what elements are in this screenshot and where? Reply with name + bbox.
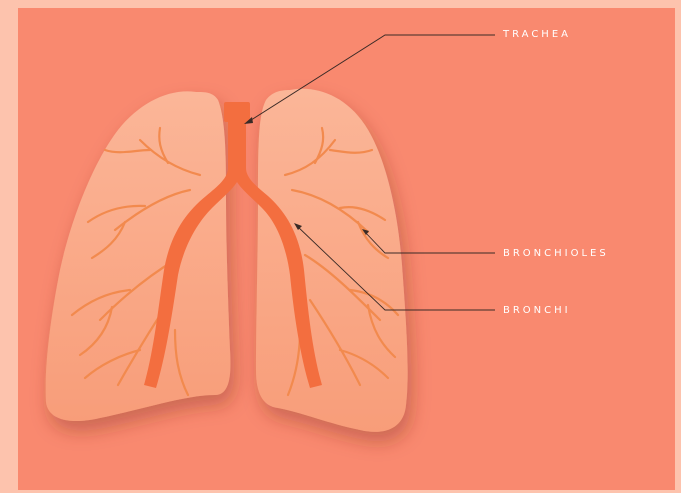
trachea	[224, 102, 250, 122]
bronchi-label: BRONCHI	[503, 305, 571, 316]
left-lung	[46, 91, 231, 421]
trachea-label: TRACHEA	[503, 29, 571, 40]
bronchioles-label: BRONCHIOLES	[503, 248, 609, 259]
right-lung	[256, 89, 408, 432]
